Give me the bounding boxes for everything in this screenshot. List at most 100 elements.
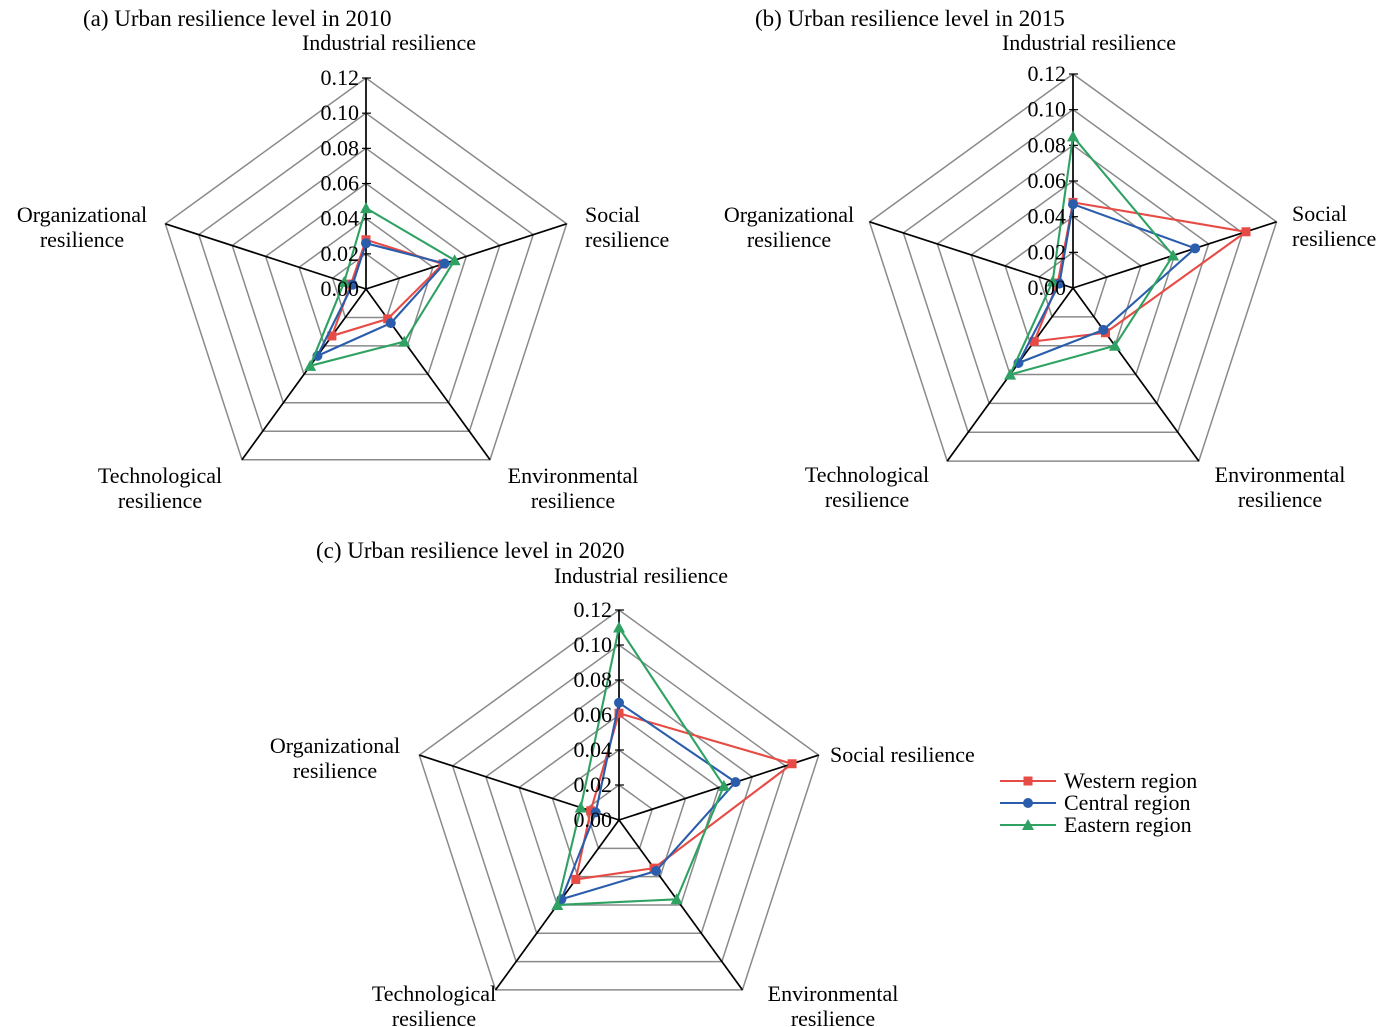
marker-circle bbox=[614, 697, 624, 708]
series-eastern-markers bbox=[304, 202, 461, 371]
marker-triangle bbox=[551, 898, 564, 910]
grid-ring bbox=[298, 217, 434, 347]
chart-title-2010: (a) Urban resilience level in 2010 bbox=[83, 6, 392, 31]
axis-label-social: Social resilience bbox=[830, 742, 975, 767]
legend-item-central: Central region bbox=[1000, 792, 1197, 814]
series-central-polygon bbox=[560, 701, 737, 901]
tick-label: 0.02 bbox=[321, 241, 360, 266]
legend-label: Central region bbox=[1064, 790, 1191, 815]
tick-label: 0.00 bbox=[574, 807, 613, 832]
tick-label: 0.02 bbox=[574, 772, 613, 797]
axis-spoke bbox=[618, 819, 744, 991]
grid-ring bbox=[518, 714, 720, 906]
legend-marker-western-square bbox=[1000, 776, 1056, 786]
grid-ring bbox=[868, 73, 1278, 462]
chart-title-2015: (b) Urban resilience level in 2015 bbox=[755, 6, 1065, 31]
marker-circle bbox=[385, 318, 396, 329]
axis-label-industrial: Industrial resilience bbox=[302, 30, 476, 55]
marker-triangle bbox=[360, 202, 372, 214]
tick-label: 0.12 bbox=[1028, 61, 1067, 86]
marker-circle bbox=[730, 777, 741, 788]
marker-triangle bbox=[448, 254, 461, 266]
legend-item-western: Western region bbox=[1000, 770, 1197, 792]
marker-triangle bbox=[1046, 275, 1059, 287]
tick-label: 0.10 bbox=[1028, 97, 1067, 122]
marker-circle bbox=[1098, 324, 1109, 335]
chart-title-2020: (c) Urban resilience level in 2020 bbox=[316, 538, 625, 563]
grid-ring bbox=[1038, 251, 1108, 318]
marker-square bbox=[571, 874, 581, 884]
legend-marker-eastern-triangle bbox=[1000, 819, 1056, 830]
tick-label: 0.06 bbox=[321, 171, 360, 196]
legend-item-eastern: Eastern region bbox=[1000, 814, 1197, 836]
axis-spoke bbox=[165, 222, 367, 290]
marker-square bbox=[1029, 336, 1039, 346]
series-central-markers bbox=[556, 697, 741, 905]
marker-triangle bbox=[1108, 339, 1121, 351]
marker-triangle bbox=[1022, 819, 1034, 830]
series-eastern-markers bbox=[551, 621, 730, 910]
axis-label-industrial: Industrial resilience bbox=[554, 563, 728, 588]
grid-ring bbox=[264, 182, 468, 376]
legend-label: Western region bbox=[1064, 768, 1198, 793]
tick-label: 0.08 bbox=[321, 135, 360, 160]
tick-label: 0.08 bbox=[574, 667, 613, 692]
marker-circle bbox=[439, 258, 450, 269]
axis-spoke bbox=[365, 222, 567, 290]
series-eastern-polygon bbox=[309, 207, 456, 367]
series-eastern-markers bbox=[1004, 130, 1180, 380]
axis-spoke bbox=[1072, 287, 1200, 462]
grid-ring bbox=[231, 147, 501, 404]
tick-label: 0.04 bbox=[321, 206, 360, 231]
marker-circle bbox=[1190, 243, 1201, 254]
grid-ring bbox=[164, 77, 568, 461]
grid-ring bbox=[1004, 215, 1142, 347]
axis-spoke bbox=[869, 221, 1074, 289]
marker-triangle bbox=[1167, 249, 1180, 261]
marker-circle bbox=[1068, 199, 1078, 210]
grid-ring bbox=[902, 108, 1244, 434]
marker-square bbox=[1241, 227, 1251, 237]
series-central-polygon bbox=[316, 242, 446, 357]
marker-triangle bbox=[670, 893, 683, 905]
marker-triangle bbox=[717, 779, 730, 791]
grid-ring bbox=[484, 679, 754, 935]
tick-label: 0.02 bbox=[1028, 239, 1067, 264]
marker-triangle bbox=[338, 275, 351, 287]
series-central-polygon bbox=[1017, 203, 1197, 365]
marker-triangle bbox=[1067, 130, 1079, 142]
grid-ring bbox=[970, 180, 1176, 376]
grid-ring bbox=[331, 252, 401, 319]
marker-square bbox=[1023, 776, 1033, 786]
tick-label: 0.06 bbox=[1028, 168, 1067, 193]
marker-square bbox=[614, 708, 624, 718]
grid-ring bbox=[936, 144, 1210, 405]
tick-label: 0.04 bbox=[1028, 204, 1067, 229]
marker-triangle bbox=[613, 621, 625, 633]
marker-triangle bbox=[1004, 368, 1017, 380]
tick-label: 0.12 bbox=[321, 65, 360, 90]
marker-circle bbox=[651, 865, 662, 876]
marker-square bbox=[586, 806, 596, 816]
marker-square bbox=[383, 314, 393, 324]
grid-ring bbox=[451, 644, 787, 963]
tick-label: 0.06 bbox=[574, 702, 613, 727]
marker-circle bbox=[590, 807, 601, 818]
series-central-markers bbox=[312, 238, 450, 361]
tick-label: 0.00 bbox=[321, 276, 360, 301]
axis-spoke bbox=[618, 754, 819, 821]
grid-ring bbox=[551, 749, 687, 878]
grid-ring bbox=[418, 609, 820, 991]
series-eastern-polygon bbox=[556, 626, 725, 907]
marker-triangle bbox=[304, 359, 317, 371]
